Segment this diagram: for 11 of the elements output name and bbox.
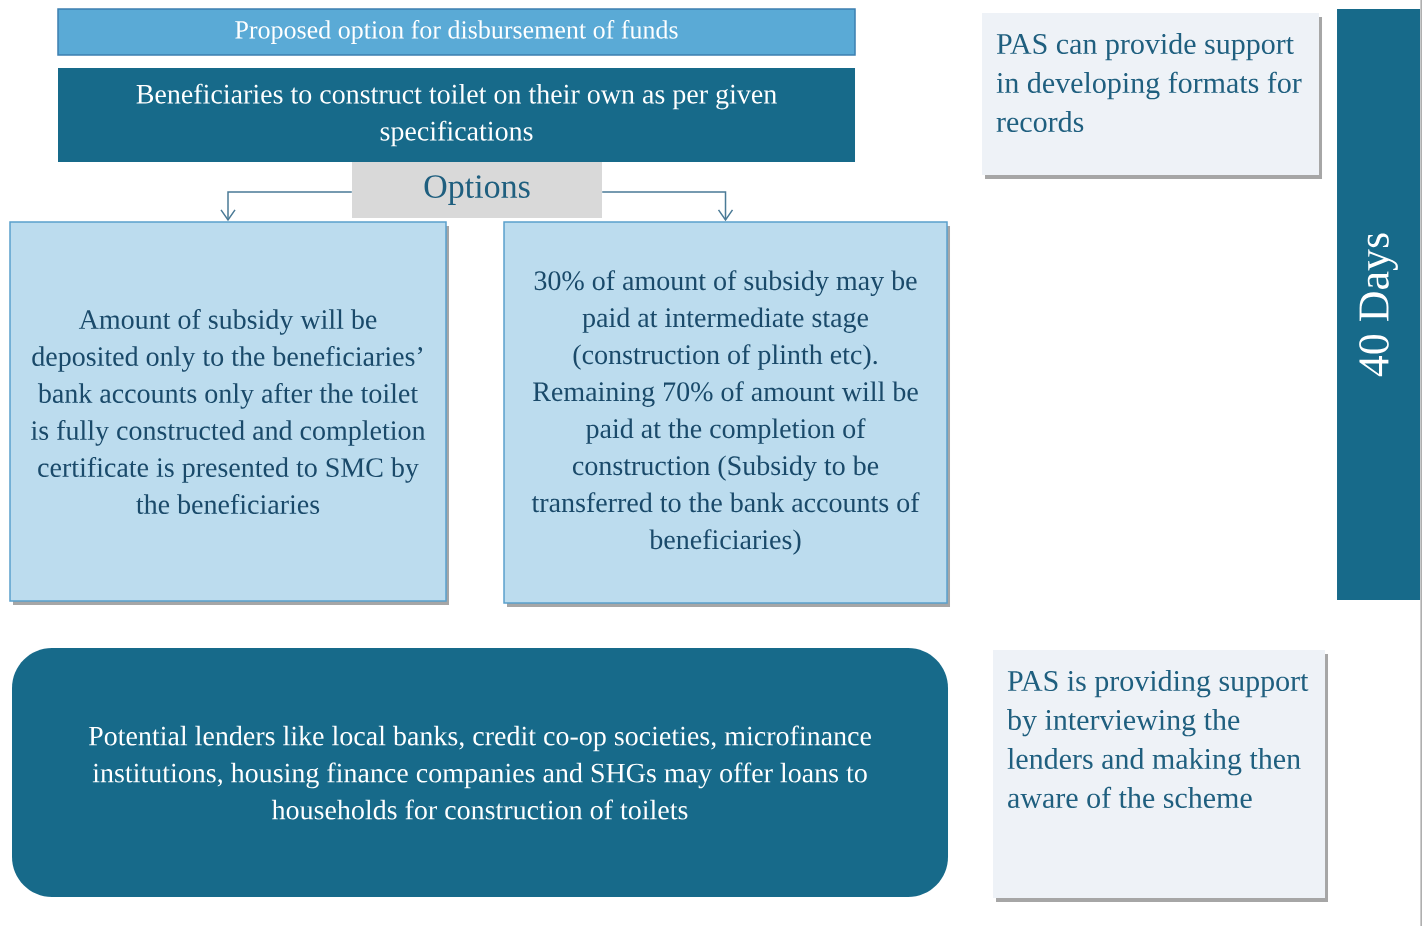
arrow [601, 191, 734, 222]
lender-box: Potential lenders like local banks, credit co-op societies, microfinance institutions, housing finance companies and SHGs may offer loans to households for construction of toilets [12, 648, 948, 897]
note-box: PAS is providing support by interviewing the lenders and making then aware of the scheme [993, 650, 1328, 902]
heading-box: Beneficiaries to construct toilet on their own as per given specifications [58, 68, 855, 162]
options-box: Options [352, 162, 602, 218]
title-bar: Proposed option for disbursement of funds [57, 8, 856, 56]
note-box: PAS can provide support in developing formats for records [982, 13, 1322, 179]
option-box: 30% of amount of subsidy may be paid at intermediate stage (construction of plinth etc). Remaining 70% of amount will be paid at the completion of construction (Subsidy to be transferred to the bank accounts of beneficiaries) [503, 221, 950, 607]
option-box: Amount of subsidy will be deposited only to the beneficiaries’ bank accounts only after the toilet is fully constructed and completion certificate is presented to SMC by the beneficiaries [9, 221, 449, 605]
arrow [220, 191, 353, 222]
duration-band: 40 Days [1337, 9, 1420, 600]
